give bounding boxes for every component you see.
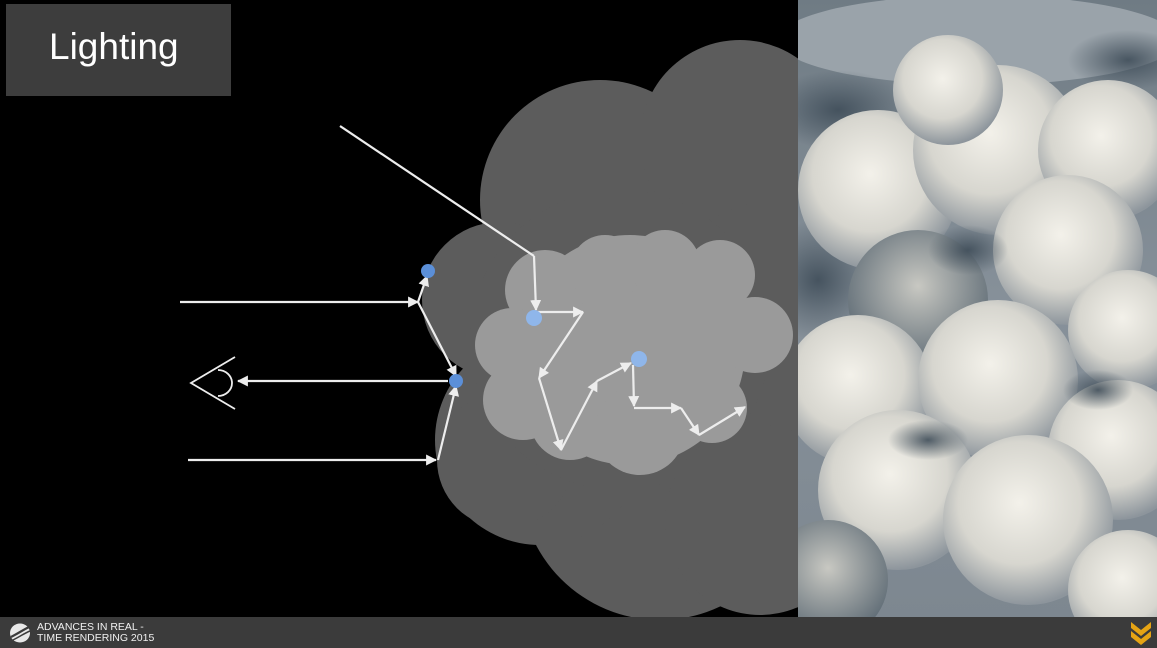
scatter-point (526, 310, 542, 326)
title-box: Lighting (6, 4, 231, 96)
scatter-arrow (538, 311, 584, 379)
scatter-arrow (436, 384, 460, 461)
scatter-arrow (417, 301, 457, 377)
scatter-arrow (416, 274, 429, 303)
slide-title: Lighting (49, 26, 179, 67)
scatter-arrow (596, 362, 632, 382)
scatter-arrow (560, 380, 598, 451)
scatter-point (449, 374, 463, 388)
footer-bar: ADVANCES IN REAL - TIME RENDERING 2015 (0, 617, 1157, 648)
light-scattering-diagram (180, 40, 798, 617)
scatter-arrow (698, 406, 746, 436)
scatter-arrow (537, 377, 564, 452)
incoming-light-ray-top (339, 125, 535, 257)
conference-logo-icon (10, 623, 31, 643)
footer-text: ADVANCES IN REAL - TIME RENDERING 2015 (37, 621, 155, 644)
eye-icon (189, 356, 236, 410)
chevron-badge-icon (1131, 622, 1151, 645)
scatter-point (631, 351, 647, 367)
scatter-point (421, 264, 435, 278)
scatter-arrow (628, 364, 640, 408)
scatter-arrow (680, 407, 700, 436)
cloud-photograph (798, 0, 1157, 617)
scatter-arrow (530, 255, 542, 312)
